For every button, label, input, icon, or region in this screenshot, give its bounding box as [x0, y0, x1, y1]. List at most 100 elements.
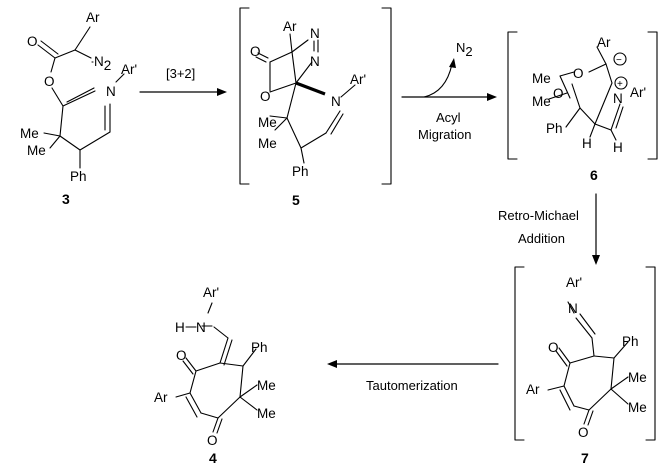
bond — [610, 103, 621, 131]
bond — [223, 339, 233, 366]
c7-ph-label: Ph — [622, 334, 639, 349]
bond — [565, 107, 581, 128]
c4-o2-label: O — [207, 433, 218, 448]
bond — [217, 396, 241, 419]
bond — [50, 57, 56, 73]
bond — [594, 82, 613, 125]
c4-ar-label: Ar — [154, 390, 168, 405]
bond — [219, 337, 229, 364]
bond — [175, 392, 191, 398]
bond — [583, 409, 590, 425]
bond — [54, 49, 76, 59]
c3-carbonyl-o-label: O — [27, 34, 38, 49]
c4-ar-prime-label: Ar' — [203, 285, 219, 300]
bond — [40, 40, 59, 55]
bond — [207, 302, 213, 314]
c6-bracket-right — [647, 31, 658, 160]
bond — [555, 350, 568, 367]
bond — [613, 341, 629, 359]
arrow-2-head — [487, 93, 497, 101]
wedge-bond — [295, 81, 326, 96]
c6-me1-label: Me — [532, 71, 551, 86]
bond — [589, 123, 596, 138]
c4-o1-label: O — [176, 348, 187, 363]
c6-minus-sign: − — [616, 55, 622, 66]
bond — [579, 313, 596, 335]
step1-label: [3+2] — [166, 66, 195, 81]
c3-ester-o-label: O — [44, 74, 55, 89]
bond — [563, 385, 575, 407]
c6-bracket-left — [507, 31, 518, 160]
c5-me2-label: Me — [258, 136, 277, 151]
bond — [74, 49, 92, 59]
c5-n-a-label: N — [310, 26, 320, 41]
c4-me2-label: Me — [257, 406, 276, 421]
c4-number: 4 — [209, 450, 217, 466]
bond — [610, 357, 615, 390]
bond — [563, 362, 571, 387]
step2-line2: Migration — [418, 127, 471, 142]
bond — [593, 355, 615, 359]
compound-6: Ar − + O O Me Me N Ar' Ph H H 6 — [507, 31, 658, 183]
bond — [594, 123, 612, 131]
bond — [559, 71, 575, 77]
bond — [610, 388, 629, 405]
bond — [548, 92, 568, 100]
bond — [213, 326, 229, 339]
bond — [219, 362, 244, 367]
bond — [62, 90, 96, 107]
bond — [325, 110, 341, 134]
step4-label: Tautomerization — [366, 378, 458, 393]
bond — [547, 385, 565, 391]
bond — [588, 63, 607, 73]
c5-me1-label: Me — [258, 115, 277, 130]
bond — [340, 84, 356, 98]
c7-bracket-right — [645, 266, 656, 441]
bond — [289, 33, 293, 53]
bond — [79, 131, 111, 151]
c6-number: 6 — [590, 167, 598, 183]
compound-3: Ar N2 O O N Ar' Me Me Ph 3 — [20, 10, 137, 207]
c6-ph-label: Ph — [546, 121, 563, 136]
c3-me2-label: Me — [27, 143, 46, 158]
c7-n-label: N — [568, 301, 578, 316]
c3-ph-label: Ph — [70, 169, 87, 184]
bond — [295, 61, 313, 84]
bond — [216, 418, 223, 434]
c6-carbonyl-o-label: O — [573, 66, 584, 81]
c6-ar-prime-label: Ar' — [630, 85, 646, 100]
bond — [257, 52, 269, 59]
bond — [291, 51, 297, 84]
bond — [200, 412, 219, 419]
c6-h1-label: H — [582, 136, 592, 151]
c6-plus-sign: + — [617, 79, 623, 90]
bond — [189, 392, 202, 414]
c5-bracket-right — [381, 7, 392, 185]
c7-o1-label: O — [548, 340, 559, 355]
c7-ar-label: Ar — [526, 382, 540, 397]
bond — [269, 115, 288, 119]
arrow-3-head — [592, 255, 600, 265]
c6-h2-label: H — [613, 140, 623, 155]
arrow-1-head — [217, 88, 227, 96]
bond — [59, 135, 81, 151]
step2-line1: Acyl — [436, 110, 461, 125]
bond — [300, 132, 327, 149]
c3-n2-label: N2 — [94, 54, 111, 73]
c5-bracket-left — [239, 7, 250, 185]
step3-line2: Addition — [518, 231, 565, 246]
bond — [274, 117, 288, 131]
c3-n-label: N — [106, 84, 116, 99]
bond — [43, 132, 61, 137]
c5-ar-prime-label: Ar' — [350, 72, 366, 87]
bond — [615, 106, 624, 129]
c3-ar-label: Ar — [86, 10, 100, 25]
bond — [66, 87, 95, 103]
c7-ar-prime-label: Ar' — [566, 275, 582, 290]
bond — [569, 355, 595, 364]
c7-me1-label: Me — [628, 370, 647, 385]
bond — [575, 317, 593, 339]
plus-charge-circle — [614, 76, 628, 90]
c5-n-b-label: N — [310, 54, 320, 69]
